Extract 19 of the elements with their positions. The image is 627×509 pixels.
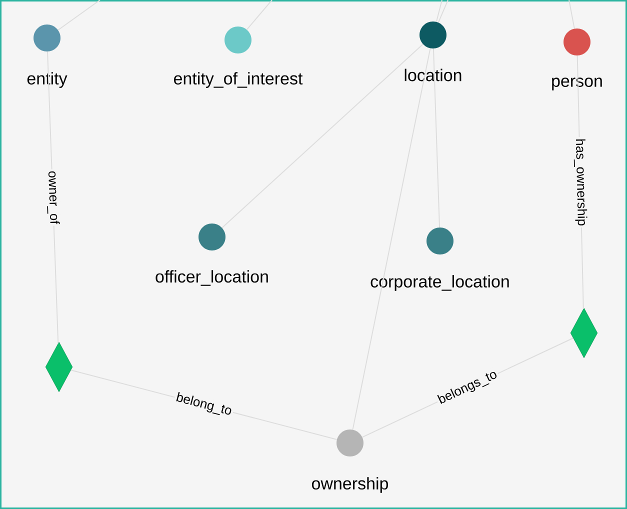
node-label: location <box>404 68 462 82</box>
diamond <box>45 342 73 392</box>
edge-label: owner_of <box>44 169 62 226</box>
node-label: entity <box>27 72 68 88</box>
connector-line <box>222 44 424 228</box>
connector-line <box>568 0 575 30</box>
node-label: officer_location <box>156 270 268 286</box>
edge-label: has_ownership <box>572 136 590 228</box>
node-label: person <box>552 78 602 90</box>
diamond <box>570 308 598 358</box>
connector-line <box>58 0 100 31</box>
connector-line <box>246 0 272 30</box>
connector-line <box>352 48 431 430</box>
node-label: ownership <box>312 477 388 493</box>
connector-line <box>438 0 448 23</box>
connector-line <box>436 0 442 22</box>
connector-line <box>432 48 440 228</box>
node-label: entity_of_interest <box>174 72 303 88</box>
node-label: corporate_location <box>370 275 509 291</box>
